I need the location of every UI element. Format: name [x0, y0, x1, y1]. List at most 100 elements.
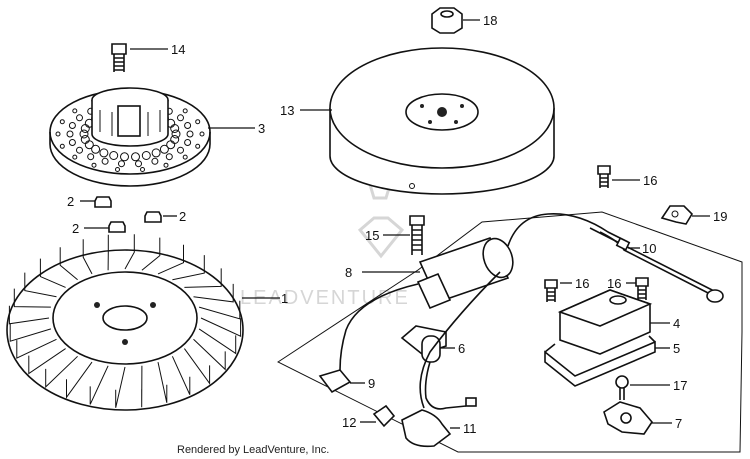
screen-perforation	[151, 157, 159, 165]
callout-2-c: 2	[72, 221, 79, 236]
part-8-ignition-coil[interactable]	[416, 213, 629, 310]
callout-3: 3	[258, 121, 265, 136]
part-2-nut-a[interactable]	[94, 196, 112, 208]
part-5-base[interactable]	[544, 335, 656, 387]
fan-blade	[157, 361, 168, 403]
screen-perforation	[87, 153, 95, 161]
screen-perforation	[59, 143, 65, 149]
screen-perforation	[120, 152, 129, 162]
screen-perforation	[177, 146, 184, 154]
screen-perforation	[163, 162, 169, 168]
part-18-flywheel-nut[interactable]	[431, 7, 463, 34]
screen-perforation	[99, 148, 109, 158]
callout-14: 14	[171, 42, 185, 57]
footer-credit: Rendered by LeadVenture, Inc.	[177, 444, 329, 456]
part-4-cover[interactable]	[557, 289, 653, 355]
screen-perforation	[184, 122, 192, 129]
screen-perforation	[91, 162, 97, 168]
screen-perforation	[165, 153, 173, 161]
fan-blade	[184, 268, 222, 288]
screen-perforation	[66, 130, 74, 138]
part-19-cable-clamp[interactable]	[660, 205, 694, 225]
screen-perforation	[166, 140, 176, 150]
part-13-flywheel[interactable]	[329, 47, 555, 195]
screen-perforation	[170, 124, 180, 133]
callout-11: 11	[463, 421, 477, 436]
callout-2-b: 2	[179, 209, 186, 224]
screen-perforation	[79, 129, 89, 139]
fan-blade	[198, 300, 241, 320]
screen-perforation	[115, 167, 120, 172]
screen-perforation	[72, 154, 78, 160]
watermark-text: LEADVENTURE	[240, 287, 410, 309]
fan-blade	[193, 338, 226, 371]
fan-blade	[115, 366, 126, 408]
callout-19: 19	[713, 209, 727, 224]
screen-perforation	[159, 144, 169, 154]
fan-blade	[59, 247, 78, 281]
fan-blade	[172, 255, 205, 281]
part-2-nut-b[interactable]	[144, 211, 162, 223]
fan-blade	[24, 272, 57, 298]
screen-perforation	[182, 108, 188, 114]
screen-perforation	[184, 139, 192, 146]
part-3-cooling-screen[interactable]	[49, 87, 211, 187]
part-1-cooling-fan[interactable]	[6, 234, 244, 411]
callout-16-b: 16	[575, 276, 589, 291]
screen-perforation	[109, 151, 119, 160]
screen-perforation	[55, 131, 61, 137]
callout-9: 9	[368, 376, 375, 391]
callout-1: 1	[281, 291, 288, 306]
screen-perforation	[171, 129, 181, 139]
part-16-bolt-c[interactable]	[635, 277, 649, 300]
part-2-nut-c[interactable]	[108, 221, 126, 233]
callout-15: 15	[365, 228, 379, 243]
fan-blade	[39, 258, 66, 288]
screen-perforation	[131, 152, 140, 162]
callout-17: 17	[673, 378, 687, 393]
part-16-bolt-a[interactable]	[597, 165, 611, 188]
part-16-bolt-b[interactable]	[544, 279, 558, 302]
callout-16-a: 16	[643, 173, 657, 188]
part-12-terminal-spring[interactable]	[372, 404, 396, 428]
screen-perforation	[118, 160, 125, 168]
screen-perforation	[80, 135, 90, 144]
screen-perforation	[135, 160, 142, 168]
fan-blade	[198, 328, 237, 355]
part-15-bolt[interactable]	[409, 215, 425, 255]
fan-blade	[13, 288, 51, 308]
fan-blade	[171, 356, 191, 395]
part-9-wire-terminal[interactable]	[318, 283, 419, 394]
part-17-screw[interactable]	[615, 375, 629, 400]
part-6-condenser[interactable]	[400, 325, 477, 410]
screen-perforation	[72, 108, 78, 114]
screen-perforation	[68, 139, 76, 146]
assembly-outline	[276, 211, 743, 453]
fan-blade	[9, 323, 52, 342]
fan-blade	[66, 361, 93, 399]
screen-perforation	[177, 114, 184, 122]
callout-5: 5	[673, 341, 680, 356]
fan-blade	[157, 244, 184, 275]
screen-perforation	[141, 151, 151, 160]
part-10-stop-switch-wire[interactable]	[589, 227, 724, 303]
part-14-bolt[interactable]	[111, 43, 127, 72]
fan-blade	[16, 338, 57, 359]
fan-blade	[193, 283, 234, 303]
fan-blade	[200, 317, 242, 337]
screen-perforation	[140, 167, 145, 172]
callout-4: 4	[673, 316, 680, 331]
part-11-plug-cap[interactable]	[401, 271, 501, 448]
callout-2-a: 2	[67, 194, 74, 209]
part-7-stop-switch[interactable]	[603, 401, 654, 435]
screen-perforation	[91, 144, 101, 154]
screen-perforation	[195, 119, 201, 125]
callout-12: 12	[342, 415, 356, 430]
callout-10: 10	[642, 241, 656, 256]
fan-blade	[141, 237, 161, 271]
fan-blade	[28, 348, 66, 375]
screen-perforation	[76, 114, 83, 122]
screen-perforation	[182, 154, 188, 160]
fan-blade	[8, 305, 50, 325]
